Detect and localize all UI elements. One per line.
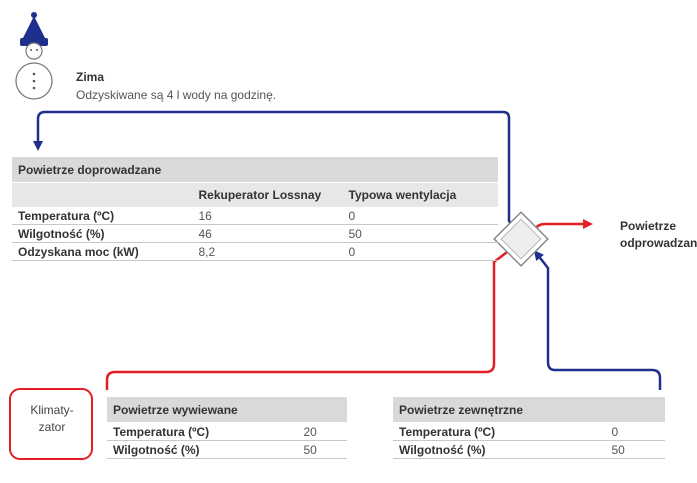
table-row: Odzyskana moc (kW) 8,2 0 bbox=[12, 242, 498, 261]
table-row: Wilgotność (%) 46 50 bbox=[12, 224, 498, 243]
exhaust-air-label: Powietrze odprowadzane bbox=[620, 218, 697, 252]
supply-air-table-columns: Rekuperator Lossnay Typowa wentylacja bbox=[12, 182, 498, 207]
column-header-empty bbox=[12, 182, 192, 207]
row-label: Temperatura (ºC) bbox=[12, 207, 192, 225]
heat-exchanger-icon bbox=[493, 211, 549, 267]
row-label: Odzyskana moc (kW) bbox=[12, 242, 192, 261]
row-label: Temperatura (ºC) bbox=[393, 422, 605, 441]
return-air-line bbox=[105, 242, 519, 390]
supply-air-table-title-row: Powietrze doprowadzane bbox=[12, 157, 498, 183]
snowman-icon bbox=[15, 12, 53, 100]
lossnay-value: 46 bbox=[192, 224, 342, 243]
table-row: Wilgotność (%) 50 bbox=[107, 440, 347, 459]
row-value: 20 bbox=[297, 422, 347, 441]
row-label: Wilgotność (%) bbox=[107, 440, 297, 459]
exhaust-air-label-line2: odprowadzane bbox=[620, 236, 697, 250]
table-row: Wilgotność (%) 50 bbox=[393, 440, 665, 459]
return-air-table-title: Powietrze wywiewane bbox=[107, 397, 347, 423]
row-value: 50 bbox=[605, 440, 665, 459]
table-row: Temperatura (ºC) 20 bbox=[107, 422, 347, 441]
row-value: 50 bbox=[297, 440, 347, 459]
supply-air-table-title: Powietrze doprowadzane bbox=[12, 157, 498, 183]
outdoor-air-table: Powietrze zewnętrzne Temperatura (ºC) 0 … bbox=[393, 397, 665, 459]
return-air-table: Powietrze wywiewane Temperatura (ºC) 20 … bbox=[107, 397, 347, 459]
lossnay-value: 16 bbox=[192, 207, 342, 225]
row-label: Wilgotność (%) bbox=[12, 224, 192, 243]
row-label: Temperatura (ºC) bbox=[107, 422, 297, 441]
typical-value: 0 bbox=[342, 207, 498, 225]
exhaust-air-label-line1: Powietrze bbox=[620, 219, 677, 233]
season-title: Zima bbox=[76, 70, 105, 84]
table-row: Temperatura (ºC) 16 0 bbox=[12, 207, 498, 225]
climate-unit-frame bbox=[9, 388, 93, 460]
column-header-lossnay: Rekuperator Lossnay bbox=[192, 182, 342, 207]
column-header-typical: Typowa wentylacja bbox=[342, 182, 498, 207]
typical-value: 50 bbox=[342, 224, 498, 243]
table-row: Temperatura (ºC) 0 bbox=[393, 422, 665, 441]
season-description: Odzyskiwane są 4 l wody na godzinę. bbox=[76, 88, 277, 102]
climate-unit-label-line2: zator bbox=[38, 420, 66, 434]
return-air-table-title-row: Powietrze wywiewane bbox=[107, 397, 347, 423]
row-value: 0 bbox=[605, 422, 665, 441]
climate-unit-label-line1: Klimaty- bbox=[30, 403, 74, 417]
climate-unit-label: Klimaty- zator bbox=[12, 402, 92, 436]
supply-air-line bbox=[33, 110, 524, 241]
typical-value: 0 bbox=[342, 242, 498, 261]
row-label: Wilgotność (%) bbox=[393, 440, 605, 459]
lossnay-value: 8,2 bbox=[192, 242, 342, 261]
outdoor-air-table-title: Powietrze zewnętrzne bbox=[393, 397, 665, 423]
outdoor-air-table-title-row: Powietrze zewnętrzne bbox=[393, 397, 665, 423]
outdoor-air-line bbox=[533, 250, 662, 390]
supply-air-table: Powietrze doprowadzane Rekuperator Lossn… bbox=[12, 157, 498, 261]
